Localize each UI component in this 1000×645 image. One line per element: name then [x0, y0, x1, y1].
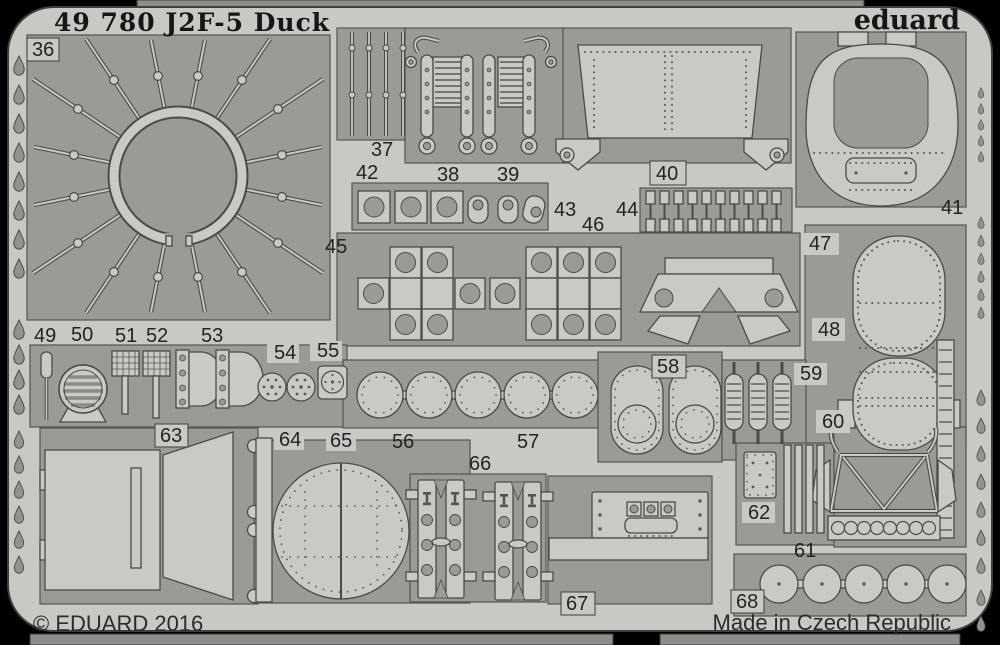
catalog-title: 49 780 J2F-5 Duck — [54, 8, 330, 37]
part-label-58: 58 — [657, 356, 679, 378]
part-41-shape — [805, 31, 959, 207]
part-67-shape — [548, 491, 709, 561]
part-68-shape — [759, 564, 967, 604]
part-label-67: 67 — [566, 593, 588, 615]
part-label-51: 51 — [115, 325, 137, 347]
part-label-61: 61 — [794, 540, 816, 562]
copyright-text: © EDUARD 2016 — [33, 611, 203, 636]
part-label-48: 48 — [818, 319, 840, 341]
part-58-shape — [610, 365, 722, 455]
part-label-54: 54 — [274, 342, 296, 364]
part-label-55: 55 — [317, 340, 339, 362]
part-label-57: 57 — [517, 431, 539, 453]
part-label-36: 36 — [32, 39, 54, 61]
part-label-49: 49 — [34, 325, 56, 347]
part-label-50: 50 — [71, 324, 93, 346]
part-label-64: 64 — [279, 429, 301, 451]
part-63-shape — [39, 431, 234, 601]
part-40-shape — [555, 44, 789, 171]
part-44-shape — [645, 190, 782, 233]
part-label-41: 41 — [941, 197, 963, 219]
part-56-57-shapes — [356, 371, 599, 419]
part-label-39: 39 — [497, 164, 519, 186]
brand-logo: eduard — [854, 5, 960, 36]
part-label-63: 63 — [160, 425, 182, 447]
part-label-52: 52 — [146, 325, 168, 347]
part-label-38: 38 — [437, 164, 459, 186]
made-in-text: Made in Czech Republic — [713, 610, 951, 635]
part-label-37: 37 — [371, 139, 393, 161]
part-label-47: 47 — [809, 233, 831, 255]
part-38-39-shape — [404, 35, 558, 155]
part-label-44: 44 — [616, 199, 638, 221]
part-label-45: 45 — [325, 236, 347, 258]
part-47-shape — [638, 257, 800, 345]
part-label-42: 42 — [356, 162, 378, 184]
part-number-labels: 36 37 38 39 40 41 42 43 44 45 46 47 48 4… — [32, 39, 963, 615]
part-42-43-shape — [357, 190, 546, 224]
part-label-65: 65 — [330, 430, 352, 452]
part-49-55-shapes — [40, 349, 348, 423]
part-45-46-shape — [357, 246, 622, 341]
part-label-59: 59 — [800, 363, 822, 385]
label-boxes — [26, 37, 850, 616]
part-label-60: 60 — [822, 411, 844, 433]
part-label-46: 46 — [582, 214, 604, 236]
part-61-62-shapes — [743, 444, 825, 534]
part-64-shape — [246, 437, 273, 604]
part-48-shape — [837, 235, 961, 451]
part-37-shape — [348, 32, 407, 136]
part-label-66: 66 — [469, 453, 491, 475]
part-label-68: 68 — [736, 591, 758, 613]
part-66-shape — [405, 479, 554, 601]
part-label-62: 62 — [748, 502, 770, 524]
part-36-shape — [31, 37, 325, 315]
part-label-40: 40 — [656, 163, 678, 185]
part-label-53: 53 — [201, 325, 223, 347]
part-65-shape — [272, 462, 410, 600]
part-label-56: 56 — [392, 431, 414, 453]
part-59-shape — [724, 362, 792, 444]
part-label-43: 43 — [554, 199, 576, 221]
